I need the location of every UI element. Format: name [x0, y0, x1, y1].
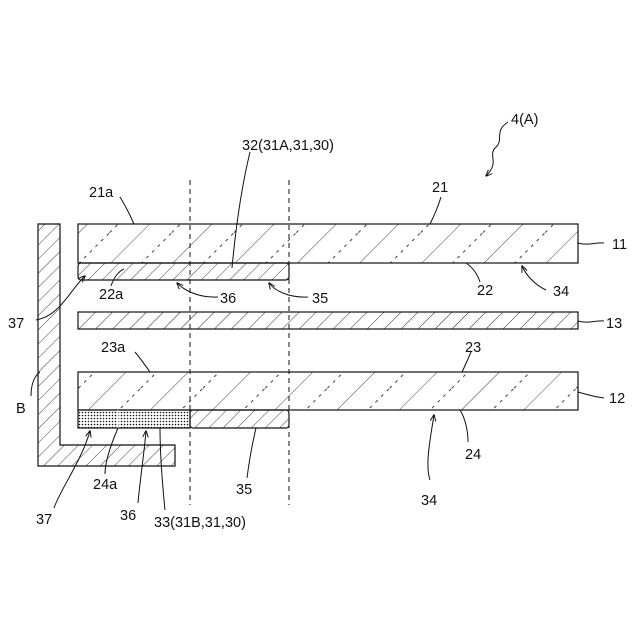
label-21a: 21a [89, 185, 114, 201]
label-36-top: 36 [220, 291, 236, 307]
label-assembly: 4(A) [511, 112, 538, 128]
seal-layer-35-top [78, 263, 289, 280]
plate-12 [78, 372, 578, 410]
label-24a: 24a [93, 477, 118, 493]
label-34-bottom: 34 [421, 493, 437, 509]
leader-36-top [177, 283, 218, 297]
leader-21 [430, 197, 441, 224]
label-35-bottom: 35 [236, 482, 252, 498]
label-b: B [16, 401, 26, 417]
plate-11 [78, 224, 578, 263]
label-21: 21 [432, 180, 448, 196]
leader-33 [160, 428, 165, 510]
label-37-top: 37 [8, 316, 24, 332]
leader-21a [120, 197, 134, 224]
label-13: 13 [606, 316, 622, 332]
leader-13 [578, 321, 604, 322]
label-12: 12 [609, 391, 625, 407]
plate-13 [78, 312, 578, 329]
leader-34-bottom [428, 415, 434, 480]
leader-22 [466, 263, 480, 282]
label-23: 23 [465, 340, 481, 356]
seal-layer-37-bottom [78, 410, 190, 428]
label-35-top: 35 [312, 291, 328, 307]
label-37-bottom: 37 [36, 512, 52, 528]
label-34-top: 34 [553, 284, 569, 300]
label-32: 32(31A,31,30) [242, 138, 334, 154]
leader-35-bottom [247, 428, 256, 478]
leader-23a [135, 352, 150, 372]
label-11: 11 [612, 237, 627, 253]
leader-34-top [522, 266, 546, 290]
label-23a: 23a [101, 340, 126, 356]
leader-12 [578, 392, 604, 398]
label-22a: 22a [99, 287, 124, 303]
label-33: 33(31B,31,30) [154, 515, 246, 531]
leader-4a [486, 122, 508, 176]
leader-36-bottom [138, 431, 146, 503]
leader-11 [578, 243, 604, 244]
seal-layer-35-bottom [190, 410, 289, 428]
leader-24 [460, 410, 468, 442]
label-24: 24 [465, 447, 481, 463]
label-36-bottom: 36 [120, 508, 136, 524]
label-22: 22 [477, 283, 493, 299]
